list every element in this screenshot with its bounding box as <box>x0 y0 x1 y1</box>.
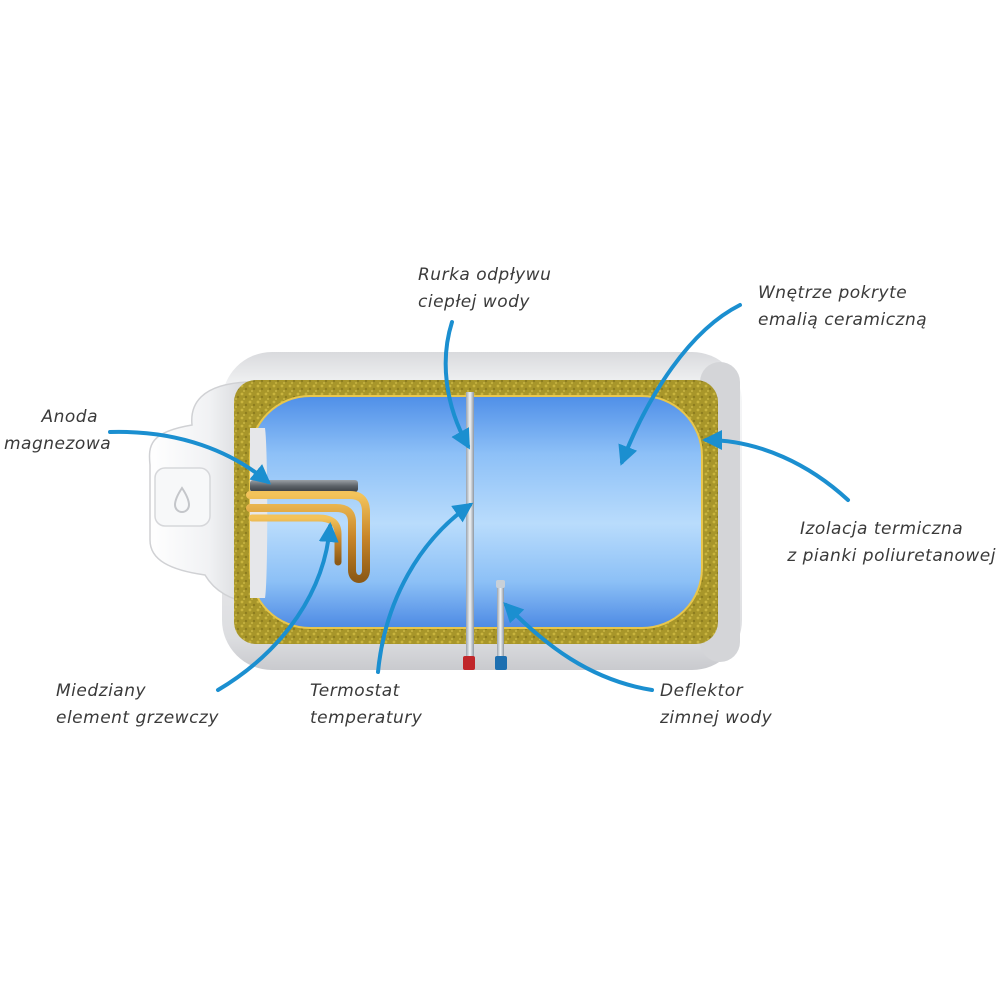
label-line: element grzewczy <box>56 708 219 728</box>
label-line: Anoda <box>41 407 98 427</box>
water-drop-icon <box>173 486 191 513</box>
arrow-cold-deflector <box>503 602 654 692</box>
label-insulation: Izolacja termiczna z pianki poliuretanow… <box>770 516 996 570</box>
label-heating-element: Miedziany element grzewczy <box>56 678 219 732</box>
label-cold-deflector: Deflektor zimnej wody <box>660 678 772 732</box>
hot-water-pipe <box>463 392 475 670</box>
label-line: ciepłej wody <box>418 292 530 312</box>
label-thermostat: Termostat temperatury <box>310 678 422 732</box>
label-enamel-interior: Wnętrze pokryte emalią ceramiczną <box>758 280 927 334</box>
label-hot-water-outlet: Rurka odpływu ciepłej wody <box>418 262 551 316</box>
arrow-enamel-interior <box>618 303 742 466</box>
label-line: z pianki poliuretanowej <box>787 546 996 566</box>
label-line: Izolacja termiczna <box>800 519 964 539</box>
control-cap <box>148 381 249 603</box>
label-line: Termostat <box>310 681 400 701</box>
arrow-hot-water-outlet <box>443 320 470 450</box>
arrow-thermostat <box>376 502 474 674</box>
magnesium-anode <box>250 480 358 492</box>
label-line: magnezowa <box>4 434 112 454</box>
arrow-magnesium-anode <box>108 429 272 485</box>
label-line: Miedziany <box>56 681 147 701</box>
arrow-heating-element <box>216 522 339 692</box>
label-line: Wnętrze pokryte <box>758 283 908 303</box>
label-line: emalią ceramiczną <box>758 310 928 330</box>
cold-water-pipe <box>495 580 507 670</box>
label-magnesium-anode: Anoda magnezowa <box>4 404 112 458</box>
arrow-insulation <box>702 430 850 502</box>
label-line: Rurka odpływu <box>418 265 552 285</box>
label-line: zimnej wody <box>660 708 773 728</box>
label-line: Deflektor <box>660 681 744 701</box>
flange <box>250 428 268 598</box>
label-line: temperatury <box>310 708 423 728</box>
